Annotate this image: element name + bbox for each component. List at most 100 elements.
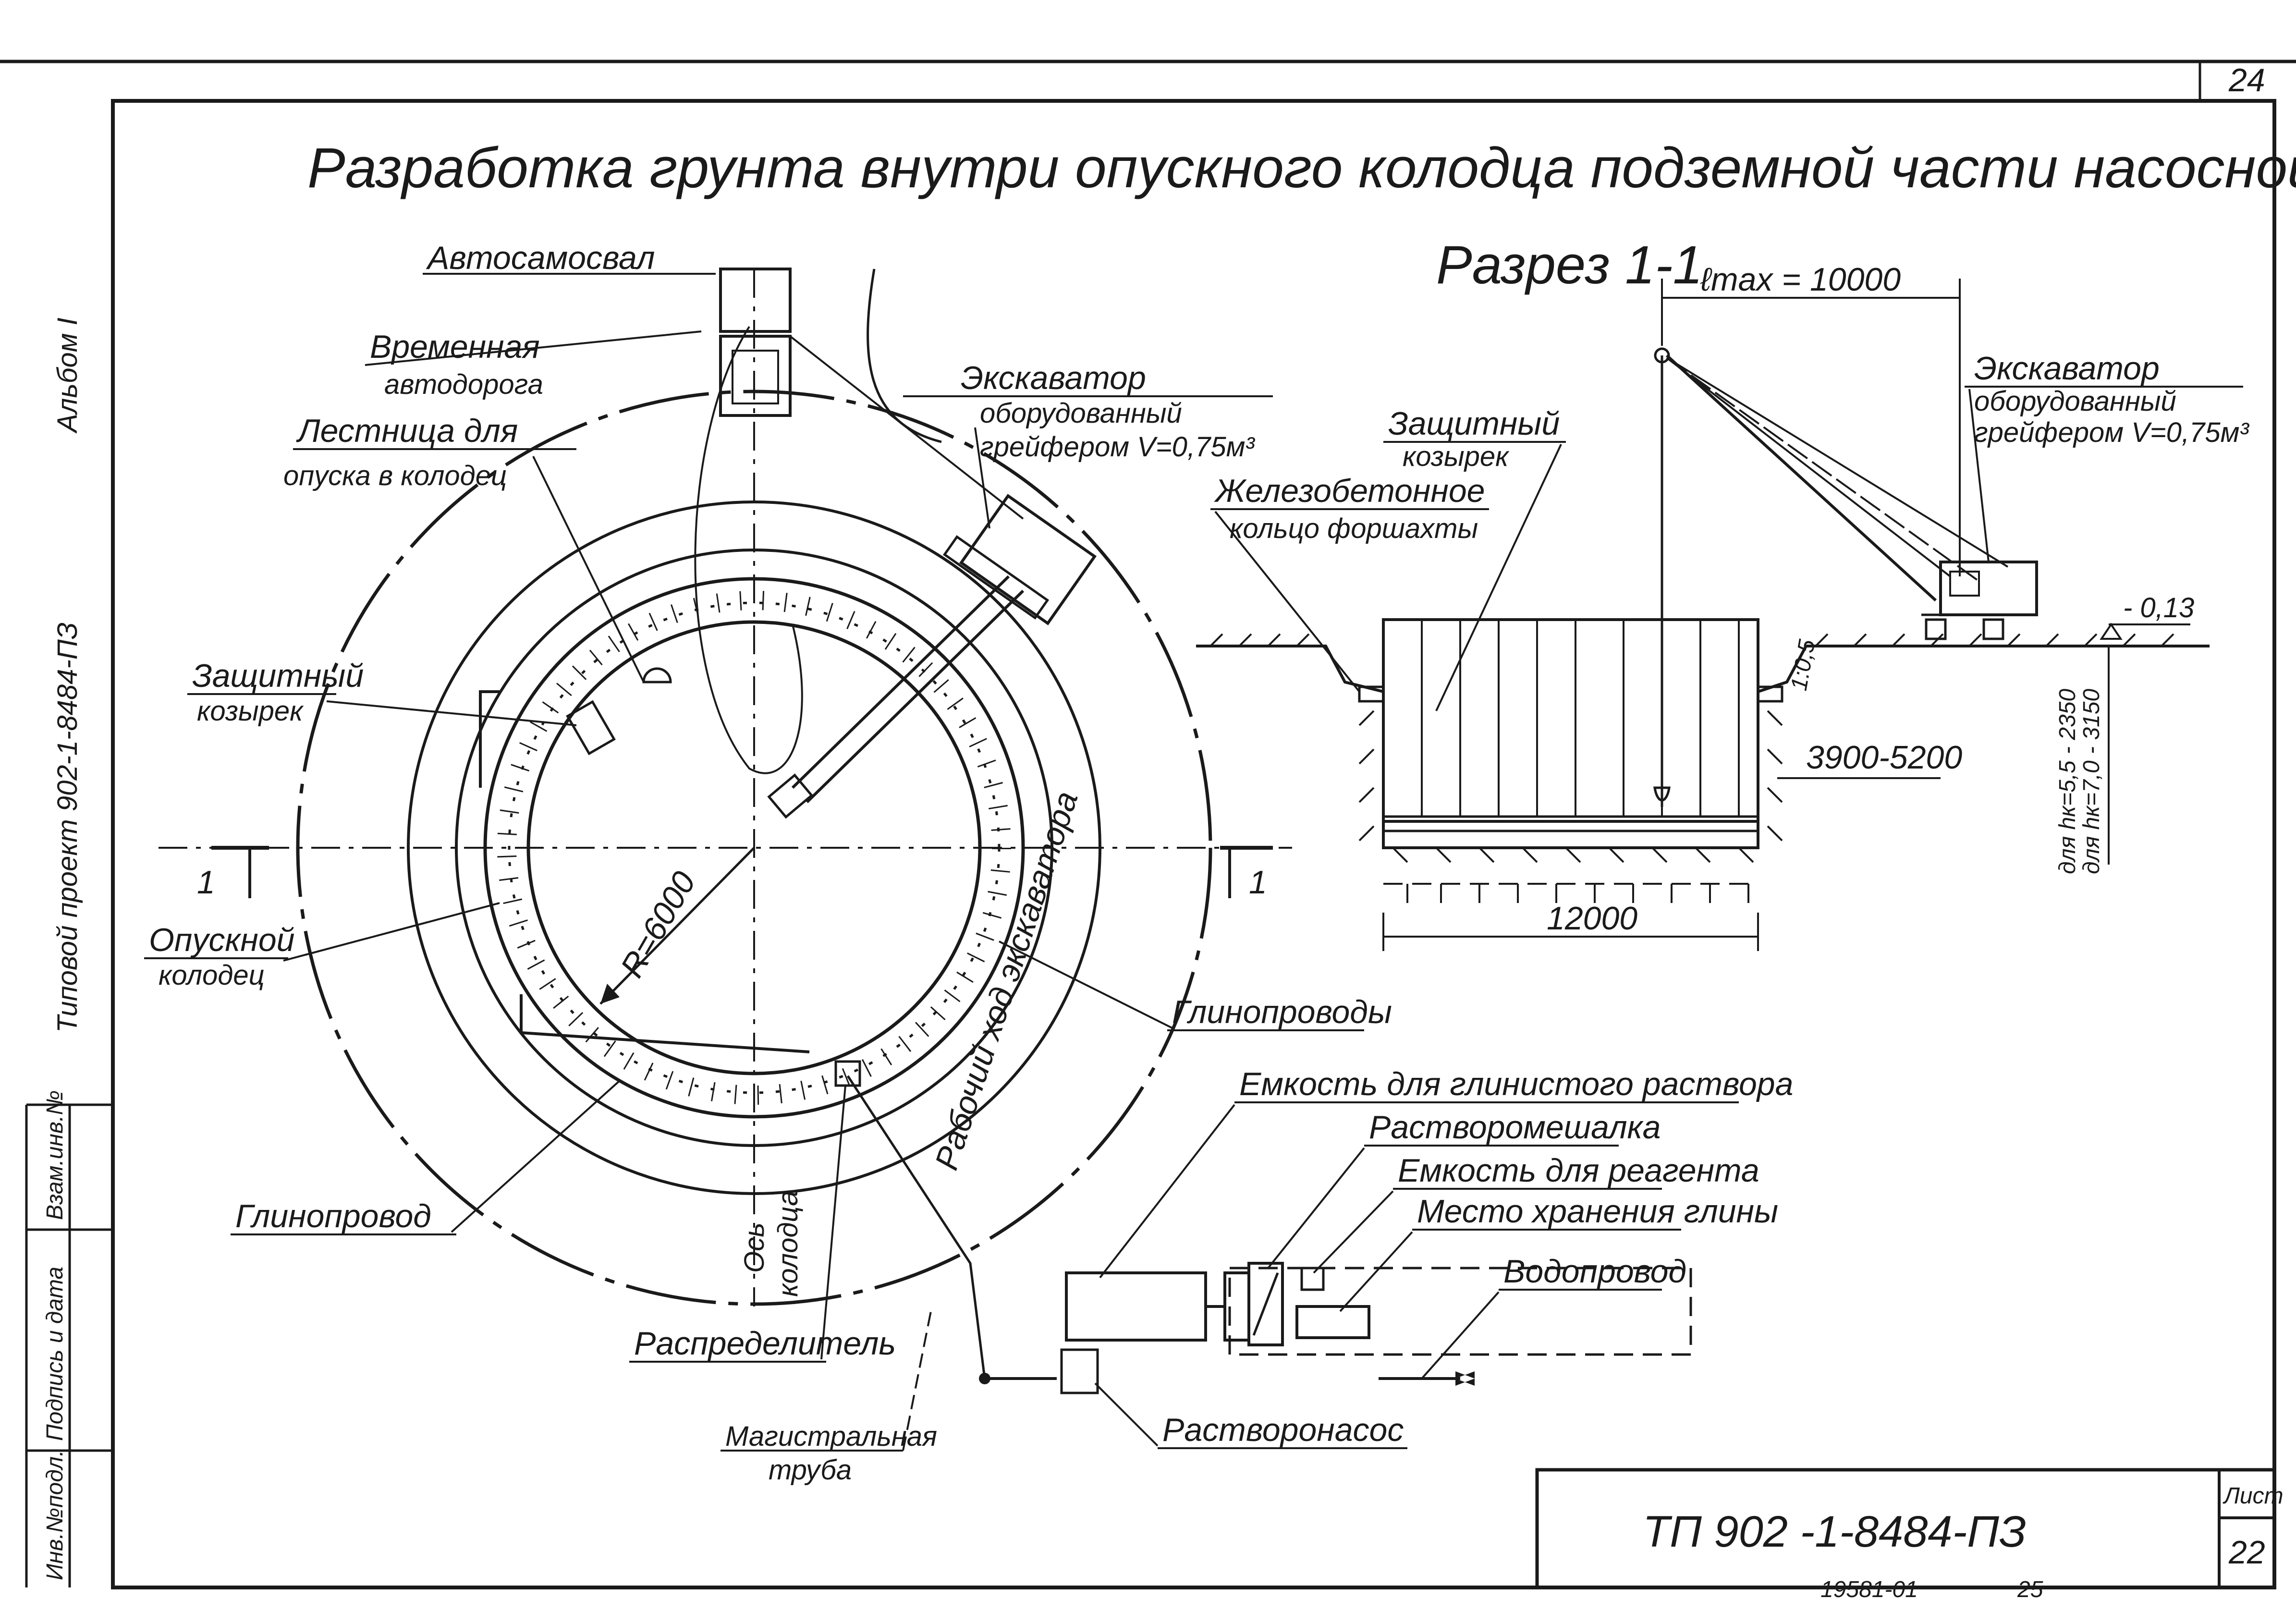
mixer-box (1247, 1262, 1284, 1346)
plan-excavator-boom (791, 575, 1010, 789)
section-mark-left: 1 (197, 864, 215, 901)
clay-storage-box (1295, 1305, 1370, 1339)
label-clay-tank: Емкость для глинистого раствора (1239, 1066, 1793, 1102)
label-section-canopy-2: козырек (1403, 441, 1510, 472)
label-ladder-1: Лестница для (296, 413, 518, 449)
margin-project: Типовой проект 902-1-8484-ПЗ (52, 623, 83, 1033)
depth-label-1: для hк=5,5 - 2350 (2055, 689, 2080, 874)
sheet-number: 22 (2228, 1534, 2265, 1571)
radius-line (599, 847, 755, 1005)
margin-inv-no: Инв.№подл. (42, 1450, 68, 1580)
ground-profile (1196, 645, 2210, 849)
foreshaft-ring-left (1358, 685, 1385, 703)
section-grab-bucket (1653, 786, 1671, 802)
outer-work-ring (296, 390, 1212, 1306)
excavator-track-right (1982, 618, 2004, 640)
label-mixer: Растворомешалка (1369, 1109, 1661, 1146)
ground-hatching (1209, 633, 2174, 647)
stamp-code: ТП 902 -1-8484-ПЗ (1643, 1507, 2026, 1556)
margin-album: Альбом I (52, 317, 83, 434)
label-section-ring-2: кольцо форшахты (1230, 513, 1478, 544)
label-axis-2: колодца (772, 1191, 804, 1297)
foreshaft-ring-right (1757, 685, 1783, 703)
label-mortar-pump: Растворонасос (1162, 1412, 1404, 1448)
label-ladder-2: опуска в колодец (283, 460, 507, 491)
label-plan-excavator-3: грейфером V=0,75м³ (980, 431, 1255, 463)
ring-foreshaft-outer (407, 500, 1101, 1195)
truck-route (694, 326, 803, 774)
label-clay-storage: Место хранения глины (1417, 1193, 1778, 1230)
plan-excavator-body (959, 494, 1097, 625)
radius-arrow (600, 984, 620, 1004)
plan-canopy-edge (479, 690, 500, 788)
title-block: ТП 902 -1-8484-ПЗ Лист 22 19581-01 25 (1535, 1468, 2284, 1599)
label-main-pipe-1: Магистральная (725, 1421, 937, 1452)
label-work-path: Рабочий ход экскаватора (928, 787, 1085, 1174)
label-section-ring-1: Железобетонное (1214, 473, 1485, 509)
margin-sign-date: Подпись и дата (42, 1267, 68, 1441)
mortar-plant: Емкость для глинистого раствора Растворо… (1060, 1066, 1793, 1449)
caisson-knife (1382, 815, 1759, 832)
sheet-frame (111, 99, 2276, 1589)
label-axis-1: Ось (739, 1222, 770, 1273)
sheet-label: Лист (2223, 1483, 2284, 1509)
caisson-section (1382, 618, 1759, 823)
ring-foreshaft-inner (455, 549, 1053, 1147)
plan-distributor (834, 1060, 861, 1087)
caisson-segment-marks (497, 591, 1011, 1105)
margin-replace-inv: Взам.инв.№ (42, 1090, 68, 1220)
label-plan-excavator-1: Экскаватор (961, 360, 1146, 396)
plan-clay-trough (520, 994, 810, 1053)
level-mark: - 0,13 (2123, 592, 2194, 623)
drawing-title: Разработка грунта внутри опускного колод… (307, 136, 2296, 200)
label-temp-road-1: Временная (370, 329, 540, 365)
width-label: 12000 (1547, 900, 1637, 937)
crane-boom (1665, 354, 1937, 602)
reach-label: ℓmax = 10000 (1700, 261, 1901, 298)
truck-cab (719, 268, 792, 333)
offset-label: 3900-5200 (1806, 739, 1962, 776)
plan-grab-bucket (767, 773, 814, 819)
bottom-hatching (1392, 847, 1754, 863)
truck-bed (732, 350, 779, 404)
truck-body (719, 335, 792, 417)
label-distributor: Распределитель (634, 1325, 896, 1362)
water-valve-icon (1455, 1371, 1475, 1386)
label-plan-excavator-2: оборудованный (980, 398, 1182, 429)
clay-tank-box (1065, 1271, 1207, 1342)
caisson-inner-wall (526, 620, 982, 1075)
label-section-excavator-1: Экскаватор (1974, 350, 2160, 387)
plant-boundary (1228, 1267, 1692, 1356)
label-caisson-1: Опускной (149, 922, 294, 958)
label-section-excavator-2: оборудованный (1974, 386, 2176, 417)
excavator-track-left (1925, 618, 1947, 640)
label-main-pipe-2: труба (769, 1454, 852, 1486)
label-reagent-tank: Емкость для реагента (1398, 1152, 1759, 1189)
bottom-code: 19581-01 (1820, 1577, 1918, 1599)
label-dump-truck: Автосамосвал (426, 240, 655, 276)
plan-ladder (642, 667, 672, 684)
label-section-canopy-1: Защитный (1388, 405, 1560, 442)
section-view: Разрез 1-1 ℓmax = 10000 (1196, 235, 2249, 951)
mortar-pump-box (1060, 1348, 1099, 1394)
section-mark-right: 1 (1249, 864, 1267, 901)
caisson-outer-wall (483, 577, 1025, 1119)
label-temp-road-2: автодорога (384, 369, 543, 400)
slope-label: 1:0,5 (1786, 637, 1820, 693)
label-water-pipe: Водопровод (1503, 1253, 1686, 1290)
label-clay-lines: Глинопроводы (1172, 994, 1392, 1030)
bottom-number: 25 (2017, 1577, 2043, 1599)
label-plan-canopy-1: Защитный (192, 658, 364, 694)
label-plan-canopy-2: козырек (197, 696, 304, 727)
section-excavator-cab (1939, 561, 2038, 616)
plan-canopy-block (566, 700, 616, 756)
radius-label: R=6000 (613, 865, 703, 983)
depth-label-2: для hк=7,0 - 3150 (2079, 689, 2104, 874)
label-clay-line: Глинопровод (235, 1198, 431, 1234)
plan-excavator-track (942, 535, 1050, 620)
reagent-box (1300, 1267, 1325, 1291)
label-caisson-2: колодец (159, 960, 265, 991)
temp-road-edge (867, 269, 942, 443)
plan-clay-pipe-route (846, 1075, 986, 1379)
